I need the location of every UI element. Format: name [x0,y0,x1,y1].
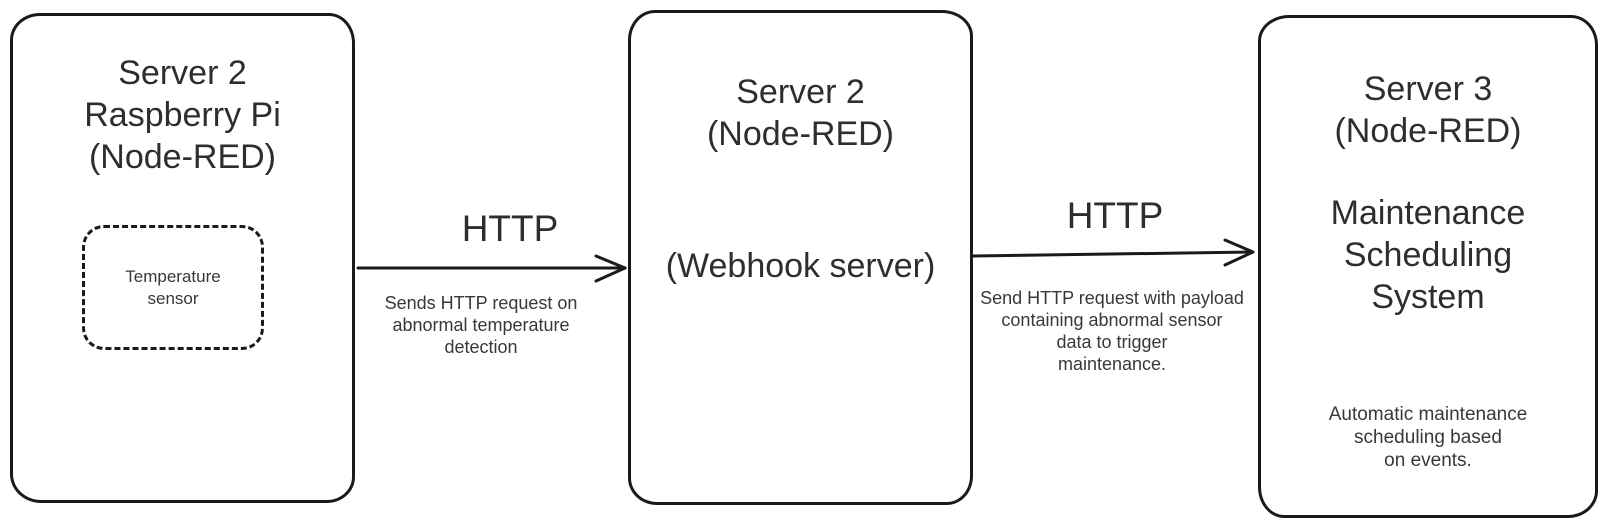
node-system-name: Maintenance Scheduling System [1261,192,1595,318]
edge-description-line: abnormal temperature [392,315,570,335]
sensor-label-line: Temperature [125,266,221,286]
node-temperature-sensor: Temperature sensor [82,225,264,350]
node-server2-raspberry-pi: Server 2 Raspberry Pi (Node-RED) Tempera… [10,13,355,503]
edge-protocol-label: HTTP [1066,195,1164,236]
system-name-line: System [1371,278,1485,316]
node-subtitle: (Webhook server) [665,247,936,285]
system-name-line: Scheduling [1343,236,1513,274]
node-title: Server 2 Raspberry Pi (Node-RED) [13,52,352,178]
node-note: Automatic maintenance scheduling based o… [1261,403,1595,472]
node-title-line: Server 3 [1363,70,1493,108]
edge-description: Send HTTP request with payload containin… [962,287,1262,375]
sensor-label-line: sensor [147,288,199,308]
system-name-line: Maintenance [1330,194,1526,232]
node-title-line: Server 2 [736,73,865,111]
node-title: Server 2 (Node-RED) [631,71,970,155]
edge-protocol-label: HTTP [461,208,559,249]
node-title-line: (Node-RED) [706,115,895,153]
node-note-line: scheduling based [1354,427,1502,448]
edge-description-line: maintenance. [1057,354,1167,374]
node-server2-webhook: Server 2 (Node-RED) (Webhook server) [628,10,973,505]
node-server3-maintenance: Server 3 (Node-RED) Maintenance Scheduli… [1258,15,1598,518]
edge-description: Sends HTTP request on abnormal temperatu… [351,292,611,358]
edge-description-line: data to trigger [1056,332,1168,352]
node-title-line: (Node-RED) [1334,112,1522,150]
node-note-line: on events. [1384,450,1472,471]
node-title-line: Raspberry Pi [84,96,281,134]
edge-description-line: containing abnormal sensor [1001,310,1223,330]
node-note-line: Automatic maintenance [1328,404,1528,425]
edge-description-line: Sends HTTP request on [384,293,578,313]
arrow-webhook-to-maintenance-icon [971,238,1255,267]
edge-description-line: Send HTTP request with payload [980,288,1244,308]
edge-description-line: detection [444,337,518,357]
node-title-line: Server 2 [118,54,247,92]
arrow-pi-to-webhook-icon [356,254,627,283]
node-title-line: (Node-RED) [88,138,277,176]
node-title: Server 3 (Node-RED) [1261,68,1595,152]
